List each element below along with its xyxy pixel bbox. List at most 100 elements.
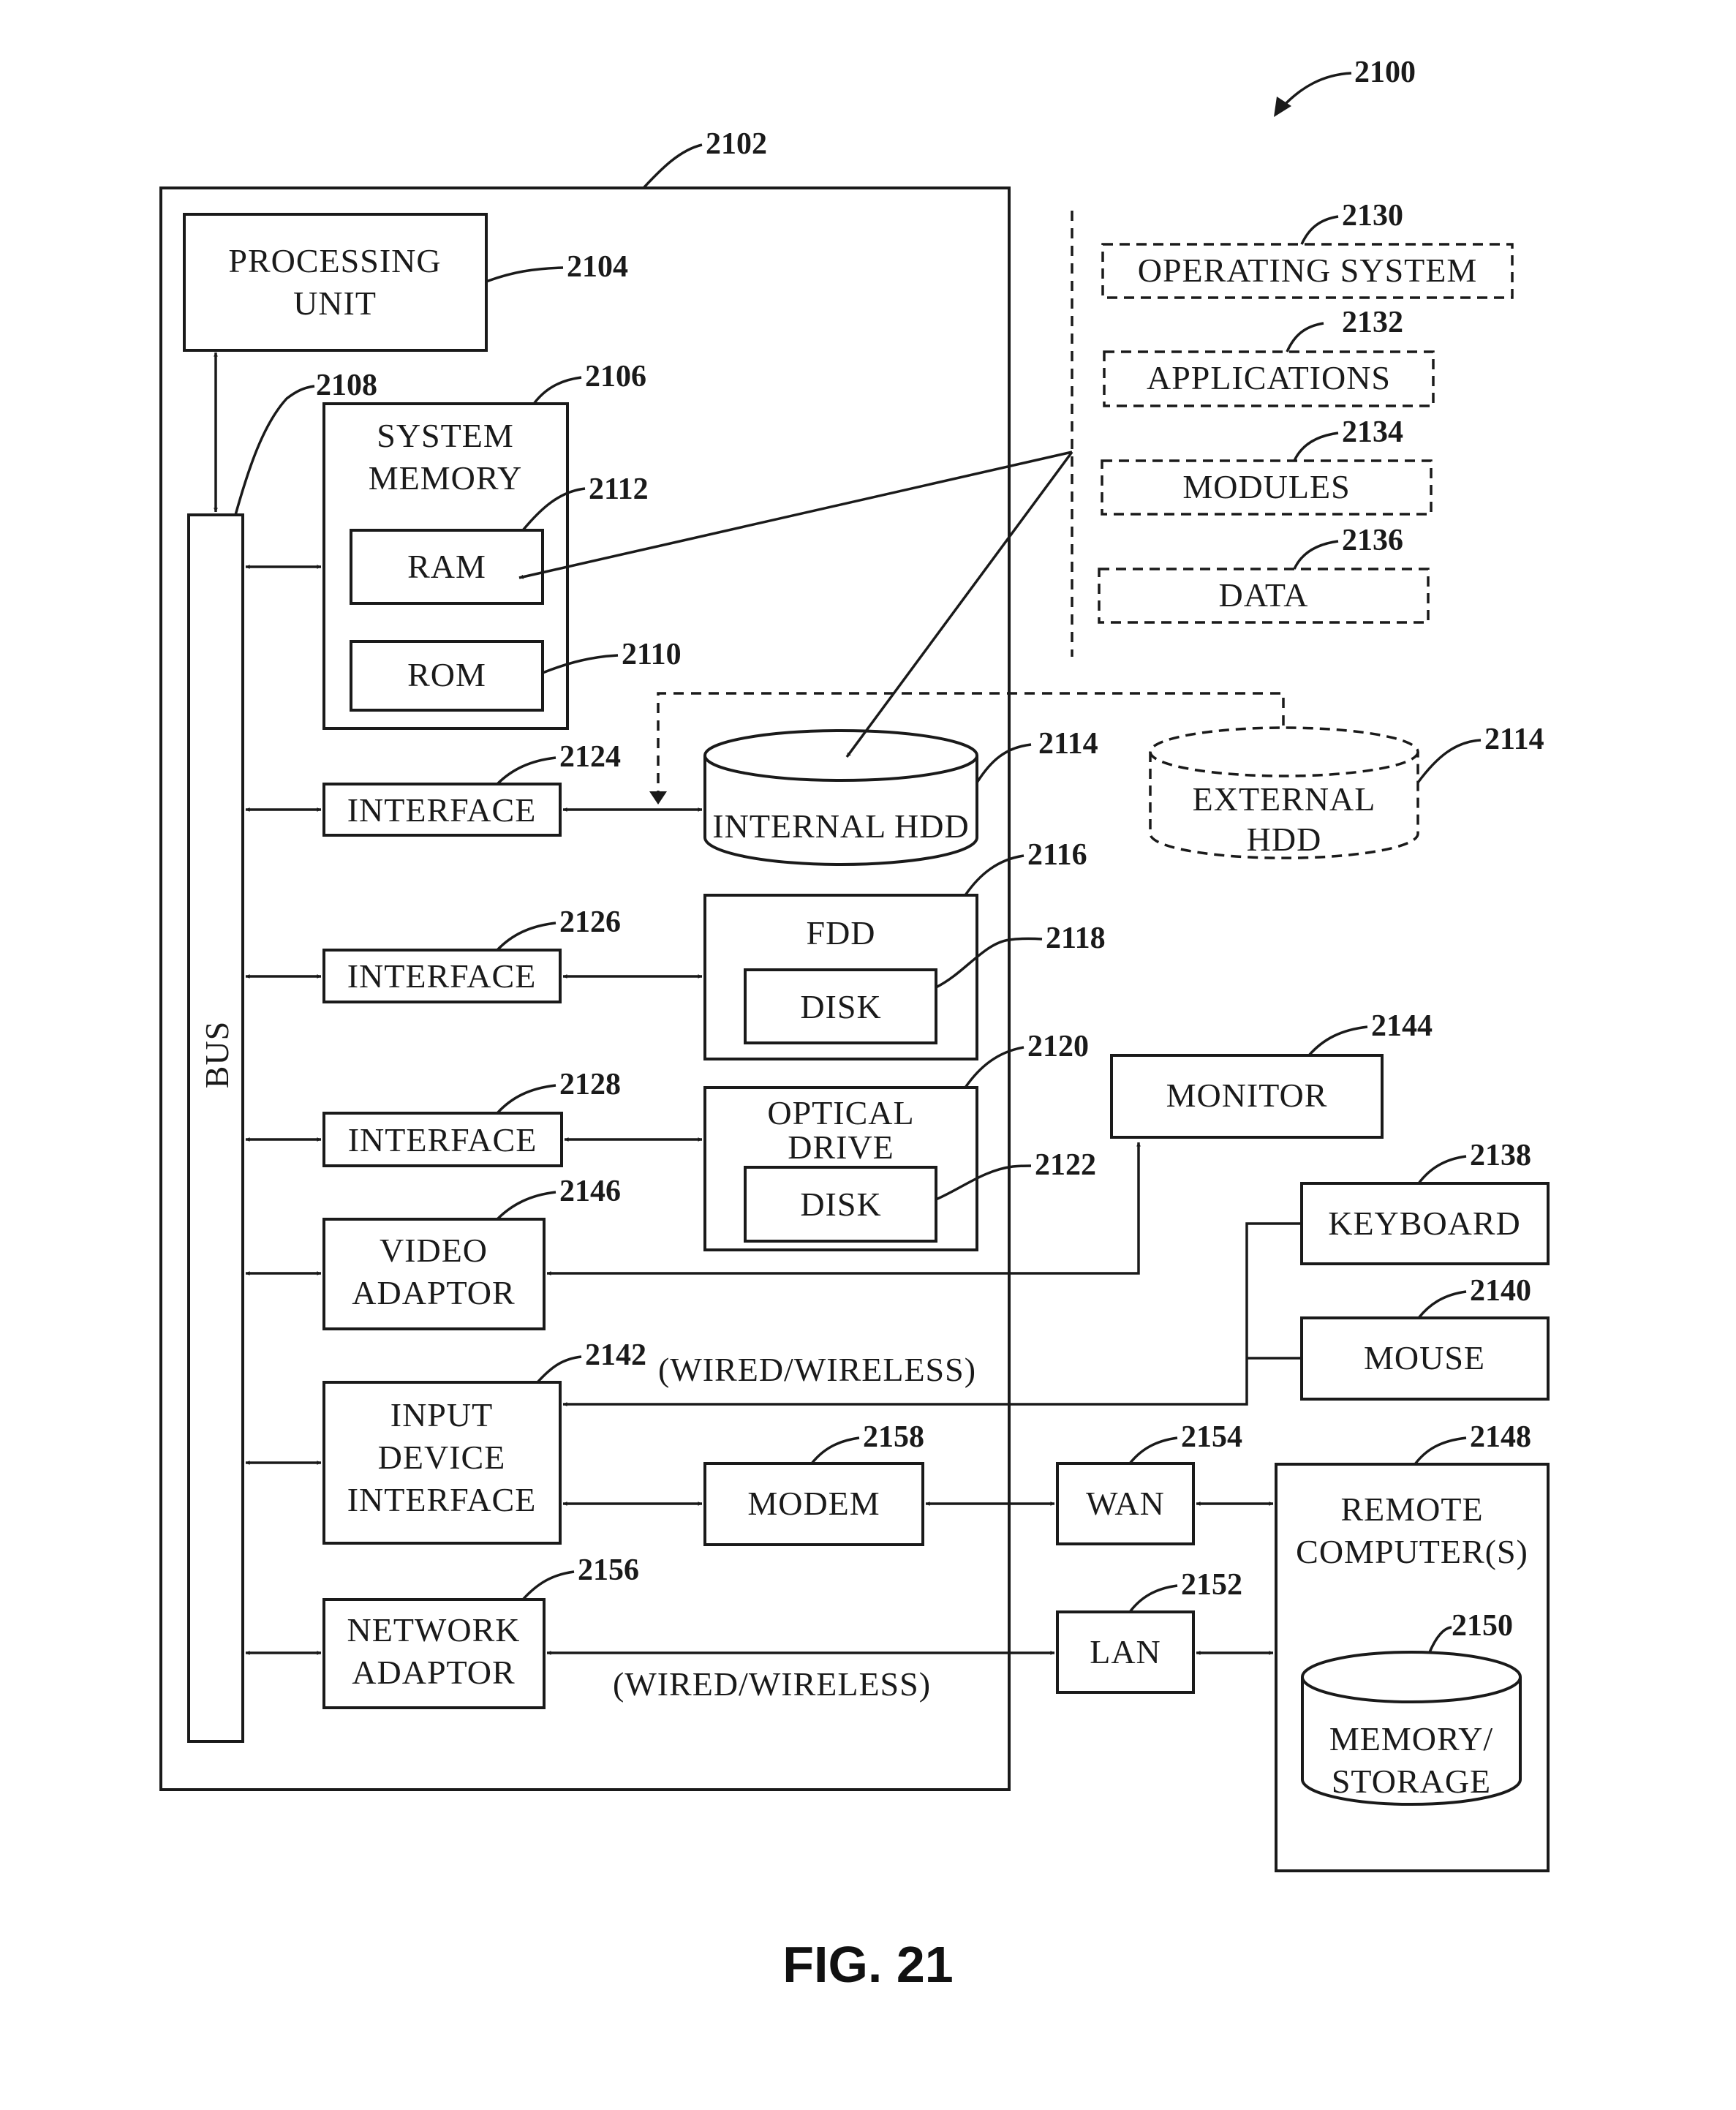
bus: BUS 2108 xyxy=(187,369,377,1743)
mouse-ref-leader xyxy=(1417,1290,1467,1319)
ram-label: RAM xyxy=(407,548,486,585)
video-adaptor-ref: 2146 xyxy=(559,1175,621,1208)
internal-hdd: INTERNAL HDD 2114 xyxy=(703,727,1098,866)
optical-drive-label-2: DRIVE xyxy=(788,1129,894,1166)
external-hdd-top xyxy=(1149,726,1419,777)
optical-disk-label: DISK xyxy=(800,1186,881,1223)
external-hdd-ref: 2114 xyxy=(1484,723,1544,756)
fdd-interface: INTERFACE 2126 xyxy=(322,905,621,1003)
internal-hdd-label: INTERNAL HDD xyxy=(712,807,969,845)
wan: WAN 2154 xyxy=(1056,1420,1242,1545)
monitor-label: MONITOR xyxy=(1166,1077,1328,1114)
system-memory: SYSTEM MEMORY 2106 RAM 2112 ROM 2110 xyxy=(322,360,682,730)
operating-system-label: OPERATING SYSTEM xyxy=(1138,252,1478,289)
fdd-interface-ref-leader xyxy=(496,922,556,952)
data-ref: 2136 xyxy=(1342,524,1403,557)
monitor-box xyxy=(1110,1054,1384,1139)
fdd-disk-box xyxy=(744,968,937,1044)
monitor-ref: 2144 xyxy=(1371,1009,1433,1043)
applications-ref-leader xyxy=(1286,322,1324,353)
processing-unit-label-2: UNIT xyxy=(293,285,377,322)
lan-ref: 2152 xyxy=(1181,1568,1242,1602)
fdd: FDD 2116 DISK 2118 xyxy=(703,838,1106,1060)
video-monitor-connector xyxy=(546,1142,1141,1276)
operating-system-ref-leader xyxy=(1300,215,1339,245)
modem-ref-leader xyxy=(810,1436,860,1465)
data-label: DATA xyxy=(1219,576,1309,614)
optical-disk-ref: 2122 xyxy=(1035,1148,1096,1182)
modem-label: MODEM xyxy=(747,1485,880,1522)
mouse-label: MOUSE xyxy=(1364,1339,1485,1376)
input-device-note: (WIRED/WIRELESS) xyxy=(658,1351,976,1388)
network-adaptor-note: (WIRED/WIRELESS) xyxy=(613,1665,931,1703)
hdd-interface-ref-leader xyxy=(496,756,556,785)
modules-box xyxy=(1101,459,1433,516)
hdd-interface-ref: 2124 xyxy=(559,740,621,774)
mouse: MOUSE 2140 xyxy=(1300,1274,1550,1401)
ram-ref: 2112 xyxy=(589,472,649,506)
internal-hdd-ref: 2114 xyxy=(1038,727,1098,761)
network-adaptor-label-2: ADAPTOR xyxy=(352,1654,515,1691)
internal-hdd-ref-leader xyxy=(975,743,1032,783)
mouse-box xyxy=(1300,1316,1550,1401)
optical-drive-ref: 2120 xyxy=(1027,1030,1089,1063)
software-to-hdd-arrow xyxy=(845,451,1073,758)
optical-interface-label: INTERFACE xyxy=(348,1121,537,1158)
mouse-ref: 2140 xyxy=(1470,1274,1531,1308)
network-adaptor-label-1: NETWORK xyxy=(347,1611,521,1649)
bus-ref: 2108 xyxy=(316,369,377,402)
memory-storage-label-1: MEMORY/ xyxy=(1329,1720,1493,1757)
computer-ref-leader xyxy=(642,143,703,189)
remote-computer-ref-leader xyxy=(1414,1436,1467,1466)
fdd-disk-ref-leader xyxy=(935,937,1043,989)
memory-storage-ref: 2150 xyxy=(1452,1609,1513,1643)
memory-storage-body xyxy=(1301,1677,1522,1806)
wan-ref-leader xyxy=(1128,1436,1178,1465)
computer-ref: 2102 xyxy=(706,127,767,161)
modem-box xyxy=(703,1462,924,1546)
system-ref-arrowhead xyxy=(1274,97,1291,117)
fdd-label: FDD xyxy=(806,914,875,952)
remote-computer-label-2: COMPUTER(S) xyxy=(1296,1533,1528,1570)
processing-unit-label-1: PROCESSING xyxy=(228,242,441,279)
input-device-ref-leader xyxy=(536,1355,582,1384)
remote-computer-ref: 2148 xyxy=(1470,1420,1531,1454)
external-hdd-ref-leader xyxy=(1416,739,1482,784)
modules-ref-leader xyxy=(1293,432,1339,461)
keyboard-ref: 2138 xyxy=(1470,1139,1531,1172)
applications-ref: 2132 xyxy=(1342,306,1403,339)
processing-unit-box xyxy=(183,213,488,352)
wan-ref: 2154 xyxy=(1181,1420,1242,1454)
modem-ref: 2158 xyxy=(863,1420,924,1454)
external-hdd-label-2: HDD xyxy=(1247,821,1322,858)
input-device-label-1: INPUT xyxy=(390,1396,493,1433)
hdd-interface-label: INTERFACE xyxy=(347,791,537,829)
fdd-disk-label: DISK xyxy=(800,988,881,1025)
modules-label: MODULES xyxy=(1182,468,1350,505)
fdd-disk-ref: 2118 xyxy=(1046,922,1106,955)
processing-unit-ref-leader xyxy=(486,266,564,283)
data-box xyxy=(1098,568,1430,624)
software-to-ram-arrow xyxy=(518,451,1073,579)
ram-box xyxy=(350,529,544,605)
rom-box xyxy=(350,640,544,712)
optical-drive-ref-leader xyxy=(964,1046,1024,1088)
memory-storage-label-2: STORAGE xyxy=(1332,1763,1491,1800)
processing-unit: PROCESSING UNIT 2104 xyxy=(183,213,628,352)
system-ref-leader xyxy=(1280,72,1352,110)
external-hdd-body xyxy=(1149,752,1419,859)
memory-storage-ref-leader xyxy=(1428,1626,1452,1653)
internal-hdd-body xyxy=(703,756,978,866)
network-adaptor-ref-leader xyxy=(521,1570,575,1601)
operating-system-ref: 2130 xyxy=(1342,199,1403,233)
fdd-ref: 2116 xyxy=(1027,838,1087,872)
external-hdd: EXTERNAL HDD 2114 xyxy=(1149,723,1544,859)
fdd-interface-box xyxy=(322,949,562,1003)
keyboard-box xyxy=(1300,1182,1550,1265)
fdd-interface-label: INTERFACE xyxy=(347,957,537,995)
hdd-interface-box xyxy=(322,783,562,837)
network-adaptor-ref: 2156 xyxy=(578,1553,639,1587)
bus-label: BUS xyxy=(198,1021,235,1088)
external-link-arrowhead-left xyxy=(649,791,667,805)
input-device-label-3: INTERFACE xyxy=(347,1481,537,1518)
